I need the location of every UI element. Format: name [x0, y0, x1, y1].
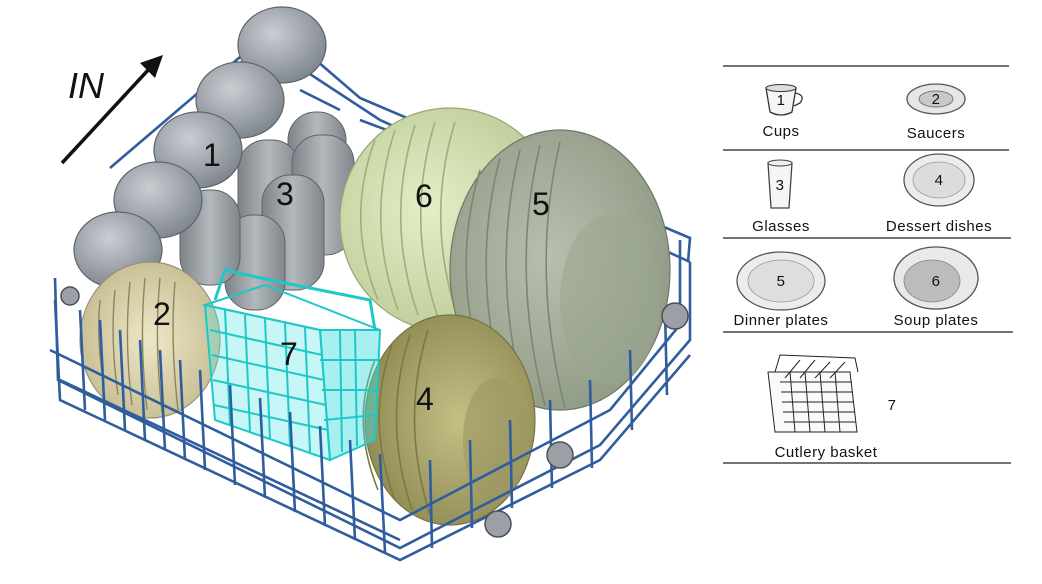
saucer [79, 261, 221, 419]
rack-number-4: 4 [416, 381, 434, 417]
cutlery-basket [201, 268, 382, 462]
legend-number-cups: 1 [777, 92, 786, 109]
rack-number-6: 6 [415, 178, 433, 214]
legend-label-soup-plates: Soup plates [894, 312, 979, 329]
saucers-group [79, 261, 221, 419]
cup [237, 6, 327, 84]
dinner-plate-icon [736, 251, 826, 311]
legend-item-cutlery-basket: 7 Cutlery basket [767, 354, 897, 461]
legend-label-dessert-dishes: Dessert dishes [886, 218, 992, 235]
rack-number-3: 3 [276, 176, 294, 212]
legend-number-cutlery-basket: 7 [888, 397, 897, 414]
legend-item-cups: 1 Cups [762, 84, 803, 140]
cups-group [73, 6, 327, 289]
direction-indicator: IN [60, 55, 163, 165]
wheel-icon [60, 286, 80, 306]
legend-number-saucers: 2 [932, 91, 941, 108]
saucer-icon [906, 83, 966, 115]
legend-item-soup-plates: 6 Soup plates [893, 246, 979, 329]
legend-number-dessert-dishes: 4 [935, 172, 944, 189]
legend-label-dinner-plates: Dinner plates [734, 312, 829, 329]
direction-label: IN [68, 65, 105, 106]
legend-dividers [723, 65, 1013, 464]
legend-item-dessert-dishes: 4 Dessert dishes [886, 153, 992, 235]
legend-label-saucers: Saucers [907, 125, 966, 142]
legend-number-soup-plates: 6 [932, 273, 941, 290]
arrowhead-icon [140, 55, 163, 78]
rack-number-2: 2 [153, 296, 171, 332]
rack-number-5: 5 [532, 186, 550, 222]
cup-icon [765, 84, 803, 116]
legend-label-glasses: Glasses [752, 218, 810, 235]
soup-plate-icon [893, 246, 979, 310]
wheel-icon [661, 302, 689, 330]
rack-number-1: 1 [203, 137, 221, 173]
rack-number-7: 7 [280, 336, 298, 372]
legend-item-saucers: 2 Saucers [906, 83, 966, 142]
saucer-edges [97, 277, 179, 413]
legend-number-glasses: 3 [776, 177, 785, 194]
soup-plate-edges [359, 121, 459, 319]
cutlery-basket-icon [767, 354, 859, 433]
rack-frame-front [49, 262, 692, 562]
rack-wheels [60, 286, 689, 538]
legend-label-cups: Cups [762, 123, 799, 140]
wheel-icon [484, 510, 512, 538]
dessert-dish-icon [903, 153, 975, 207]
wheel-icon [546, 441, 574, 469]
rack-number-labels: 1 2 3 4 5 6 7 [153, 137, 550, 417]
legend-item-dinner-plates: 5 Dinner plates [734, 251, 829, 329]
direction-arrow-icon [60, 66, 152, 165]
legend-label-cutlery-basket: Cutlery basket [775, 444, 878, 461]
basket-handle [213, 268, 377, 331]
glass-icon [767, 159, 793, 209]
legend-number-dinner-plates: 5 [777, 273, 786, 290]
basket-grid [209, 309, 378, 453]
legend-item-glasses: 3 Glasses [752, 159, 810, 235]
dishwasher-rack-diagram: IN [49, 6, 692, 562]
dessert-dish-edges [362, 329, 431, 516]
basket-top [201, 283, 381, 331]
legend-panel: 1 Cups 2 Saucers 3 Glasses 4 Dessert dis… [723, 65, 1013, 464]
dinner-plate-face [560, 215, 660, 385]
dinner-plate-edges [465, 141, 566, 409]
